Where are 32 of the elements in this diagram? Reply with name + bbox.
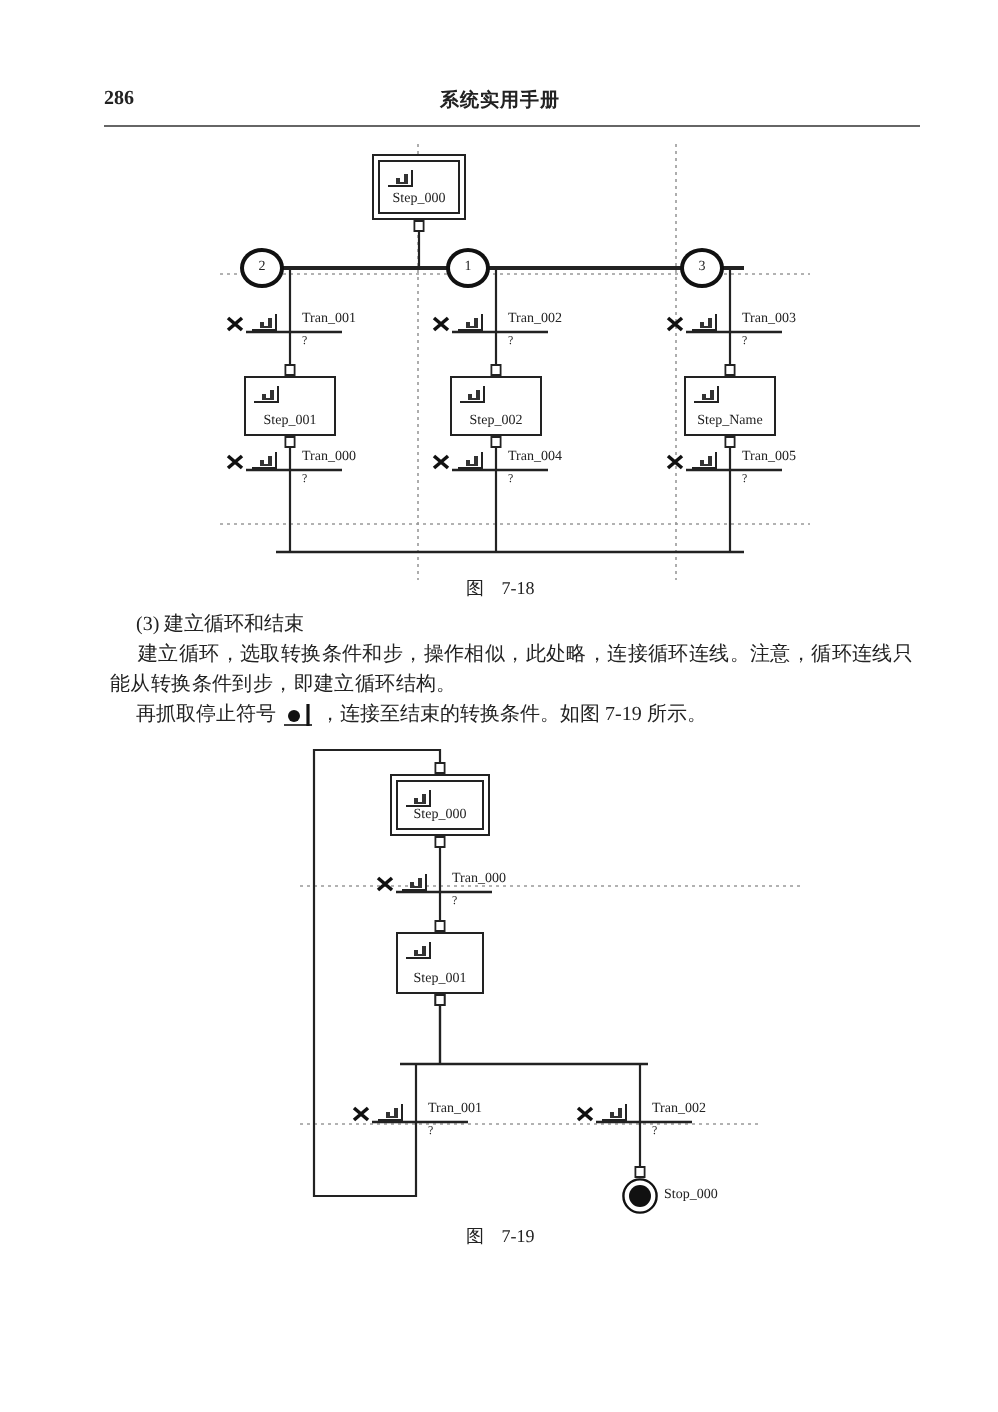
body-paragraph: 建立循环，选取转换条件和步，操作相似，此处略，连接循环连线。注意，循环连线只能从转换条件到步，即建立循环结构。 [110,641,916,700]
connector-line [724,356,736,376]
step-box [396,932,484,994]
connector-line [288,494,292,552]
connector-line [284,436,296,450]
connector-line [284,356,296,376]
step-box [244,376,336,436]
connector-line [728,270,732,312]
running-header: 系统实用手册 [438,88,562,114]
figure-caption: 图 7-19 [463,1224,537,1250]
section-heading: (3) 建立循环和结束 [136,611,305,638]
connector-line [494,270,498,312]
connector-line [413,220,425,266]
page-number: 286 [104,88,134,110]
connector-line [434,916,446,932]
body-text: 再抓取停止符号 [136,701,276,728]
connector-line [434,994,642,1102]
initial-step-box [390,774,490,836]
connector-line [434,836,446,872]
connector-line [728,494,732,552]
connector-line [494,494,498,552]
connector-line [490,436,502,450]
figure-caption: 图 7-18 [463,576,537,602]
connector-line [288,270,292,312]
initial-step-box [372,154,466,220]
connector-line [634,1146,646,1178]
step-box [450,376,542,436]
body-text: ，连接至结束的转换条件。如图 7-19 所示。 [320,701,707,728]
connector-line [724,436,736,450]
connector-line [490,356,502,376]
step-box [684,376,776,436]
connector-line [312,748,446,1198]
